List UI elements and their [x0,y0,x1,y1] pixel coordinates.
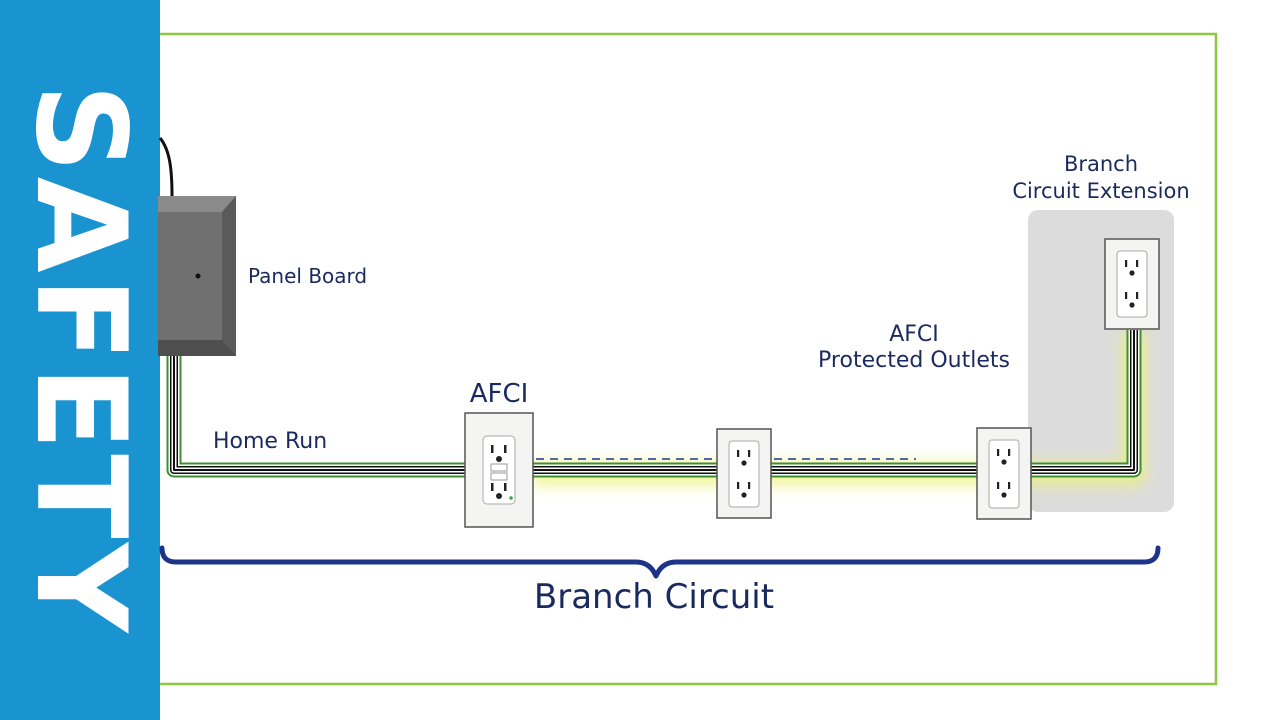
safety-side-banner: SAFETY [0,0,160,720]
home-run-label: Home Run [213,429,327,454]
duplex-outlet-icon [1104,238,1160,330]
afci-protected-outlets-label-line1: AFCI [889,322,939,347]
afci-label: AFCI [470,379,529,409]
panel-board-icon [158,196,236,356]
duplex-outlet-icon [716,428,772,519]
afci-outlet-icon [464,412,534,528]
branch-circuit-extension-label-line1: Branch [1064,152,1138,176]
branch-circuit-label: Branch Circuit [534,577,774,617]
branch-circuit-extension-label-line2: Circuit Extension [1012,179,1189,203]
duplex-outlet-icon [976,427,1032,520]
panel-board-label: Panel Board [248,264,367,288]
afci-protected-outlets-label-line2: Protected Outlets [818,348,1010,373]
diagram-frame [160,32,1218,686]
branch-circuit-brace [159,545,1161,579]
wire-bundle [158,137,1142,478]
